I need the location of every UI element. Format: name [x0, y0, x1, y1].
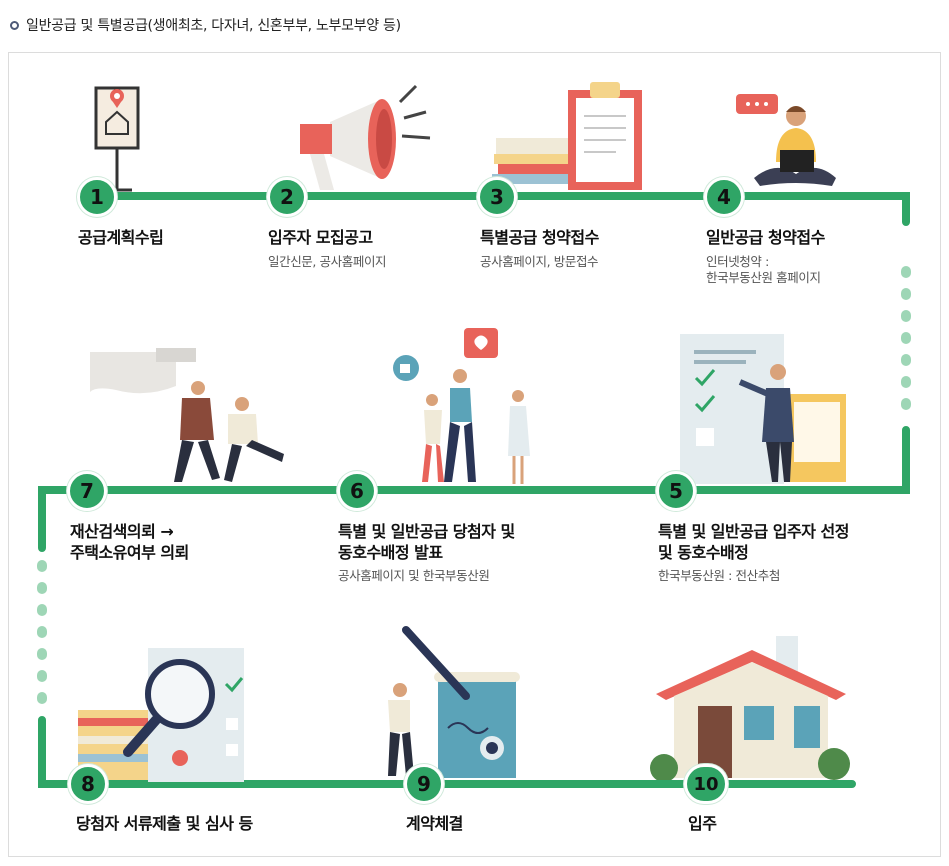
step-9-badge: 9 [404, 764, 444, 804]
section-title: 일반공급 및 특별공급(생애최초, 다자녀, 신혼부부, 노부모부양 등) [26, 18, 401, 34]
track-right-dots [901, 266, 911, 410]
track-row-2 [38, 426, 910, 552]
step-10-badge: 10 [684, 764, 728, 804]
step-2-title: 입주자 모집공고 [268, 228, 373, 247]
step-9-title: 계약체결 [406, 814, 463, 833]
step-7-badge: 7 [67, 471, 107, 511]
movers-boxes-icon [90, 348, 284, 482]
step-5-subtitle: 한국부동산원 : 전산추첨 [658, 568, 780, 583]
step-1-title: 공급계획수립 [78, 228, 164, 247]
megaphone-icon [300, 84, 431, 190]
step-2-badge: 2 [267, 177, 307, 217]
step-6-title-2: 동호수배정 발표 [338, 543, 443, 562]
process-diagram-frame [8, 52, 941, 857]
house-icon [650, 636, 850, 780]
step-7-title: 재산검색의뢰 → [70, 522, 174, 541]
magnifier-document-icon [78, 648, 244, 782]
section-header: 일반공급 및 특별공급(생애최초, 다자녀, 신혼부부, 노부모부양 등) [10, 14, 401, 36]
step-7-title-2: 주택소유여부 의뢰 [70, 543, 189, 562]
step-4-title: 일반공급 청약접수 [706, 228, 825, 247]
circle-bullet-icon [10, 20, 19, 30]
signboard-house-icon [94, 86, 140, 192]
step-6-title: 특별 및 일반공급 당첨자 및 [338, 522, 515, 541]
social-media-people-icon [393, 328, 530, 484]
step-2-subtitle: 일간신문, 공사홈페이지 [268, 254, 387, 269]
step-6-badge: 6 [337, 471, 377, 511]
step-6-subtitle: 공사홈페이지 및 한국부동산원 [338, 568, 490, 583]
track-left-dots [37, 560, 47, 704]
contract-signing-icon [388, 626, 520, 778]
step-8-title: 당첨자 서류제출 및 심사 등 [76, 814, 253, 833]
step-5-title: 특별 및 일반공급 입주자 선정 [658, 522, 849, 541]
clipboard-documents-icon [492, 82, 642, 190]
step-3-subtitle: 공사홈페이지, 방문접수 [480, 254, 599, 269]
checklist-businessman-icon [680, 334, 846, 484]
step-1-badge: 1 [77, 177, 117, 217]
step-5-badge: 5 [656, 471, 696, 511]
step-5-title-2: 및 동호수배정 [658, 543, 749, 562]
step-3-badge: 3 [477, 177, 517, 217]
laptop-user-icon [736, 94, 836, 186]
step-10-title: 입주 [688, 814, 717, 833]
step-4-subtitle-2: 한국부동산원 홈페이지 [706, 270, 821, 285]
step-4-badge: 4 [704, 177, 744, 217]
track-row-1 [92, 192, 910, 226]
step-4-subtitle: 인터넷청약 : [706, 254, 769, 269]
track-row-3 [38, 716, 856, 788]
step-3-title: 특별공급 청약접수 [480, 228, 599, 247]
step-8-badge: 8 [68, 764, 108, 804]
